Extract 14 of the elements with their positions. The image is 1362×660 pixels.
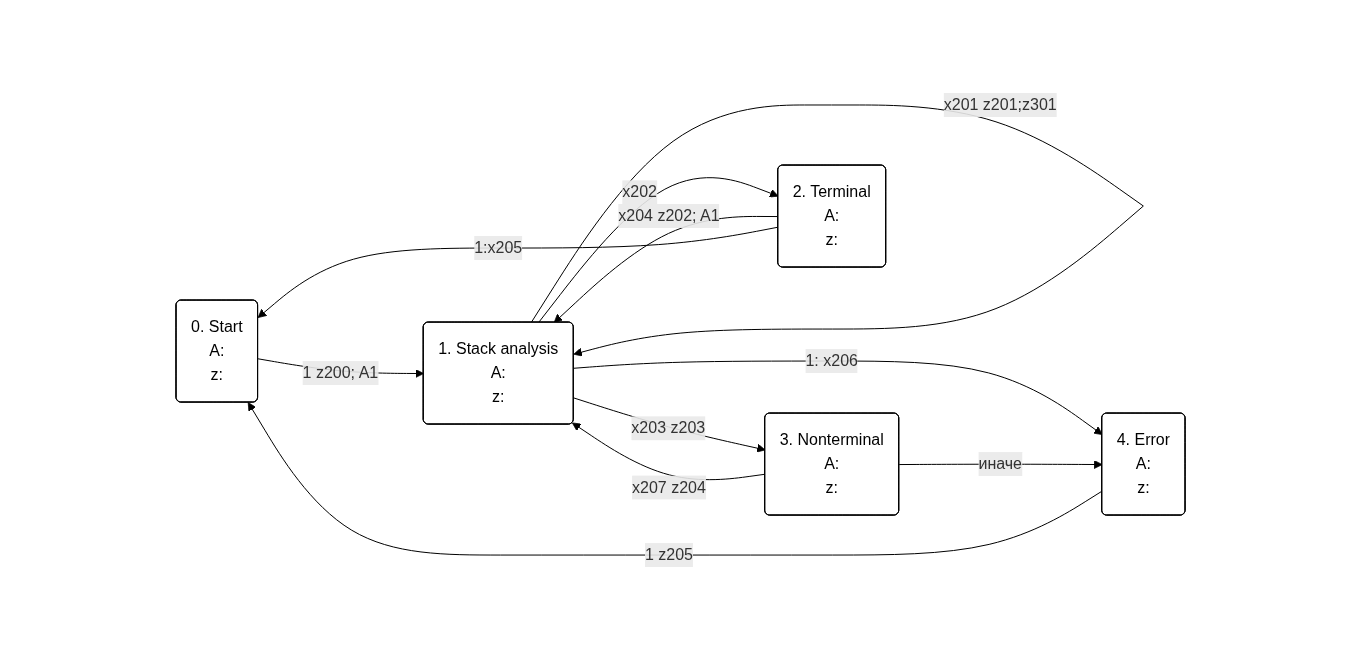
arrow bbox=[258, 226, 780, 318]
edge-label: иначе bbox=[978, 455, 1023, 473]
arrow bbox=[531, 104, 1145, 357]
edge-label: 1 z200; A1 bbox=[303, 364, 379, 382]
edge-label: x202 bbox=[622, 183, 658, 201]
edge-label: x204 z202; A1 bbox=[618, 207, 721, 225]
arrow bbox=[573, 397, 767, 453]
edge-label: x201 z201;z301 bbox=[944, 95, 1058, 113]
edge-label: 1:x205 bbox=[474, 239, 523, 257]
edge-label: x207 z204 bbox=[632, 478, 707, 496]
arrow bbox=[573, 360, 1104, 435]
edge-label: x203 z203 bbox=[631, 419, 706, 437]
edge-label: 1: x206 bbox=[805, 352, 859, 370]
edge-label: 1 z205 bbox=[645, 546, 694, 564]
